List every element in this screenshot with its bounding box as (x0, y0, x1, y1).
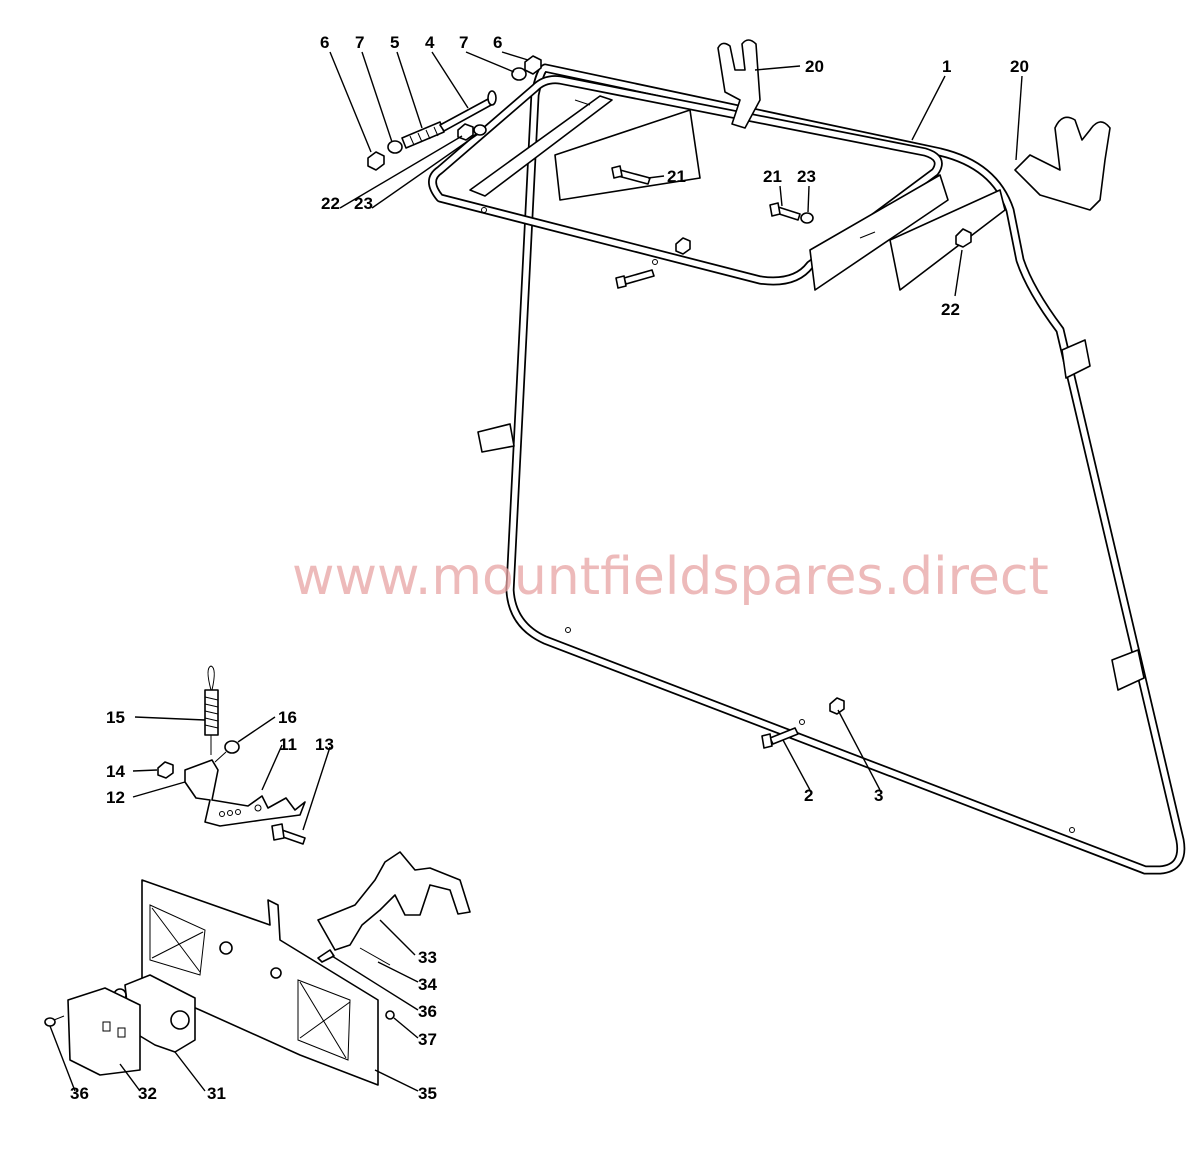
callout-20: 20 (1010, 57, 1029, 76)
callout-7: 7 (355, 33, 364, 52)
callout-5: 5 (390, 33, 399, 52)
callout-14: 14 (106, 762, 125, 781)
callout-1: 1 (942, 57, 951, 76)
latch-assembly (44, 851, 471, 1086)
callout-6: 6 (493, 33, 502, 52)
callout-2: 2 (804, 786, 813, 805)
callout-33: 33 (418, 948, 437, 967)
washer-16 (224, 740, 240, 754)
washer-7a (387, 140, 403, 154)
lever-plate-11 (184, 759, 306, 827)
screw-36b (317, 949, 335, 963)
nut-14 (157, 761, 174, 779)
washer-23a (473, 124, 487, 136)
callout-12: 12 (106, 788, 125, 807)
callout-3: 3 (874, 786, 883, 805)
fasteners (367, 55, 972, 749)
callout-13: 13 (315, 735, 334, 754)
callout-4: 4 (425, 33, 435, 52)
callout-35: 35 (418, 1084, 437, 1103)
lever-assembly (157, 665, 306, 845)
nut-3 (829, 697, 845, 715)
callout-16: 16 (278, 708, 297, 727)
leader-lines (49, 51, 1023, 1092)
nut-22b (955, 228, 972, 248)
callout-15: 15 (106, 708, 125, 727)
callout-21: 21 (763, 167, 782, 186)
callout-31: 31 (207, 1084, 226, 1103)
washer-7b (511, 67, 527, 81)
callout-labels: 6 7 5 4 7 6 20 1 20 21 21 23 22 23 22 15… (70, 33, 1029, 1103)
washer-23b (800, 212, 814, 224)
callout-20: 20 (805, 57, 824, 76)
callout-7: 7 (459, 33, 468, 52)
callout-36: 36 (70, 1084, 89, 1103)
screw-36a (44, 1017, 56, 1027)
callout-36: 36 (418, 1002, 437, 1021)
callout-23: 23 (797, 167, 816, 186)
callout-34: 34 (418, 975, 437, 994)
callout-21: 21 (667, 167, 686, 186)
callout-6: 6 (320, 33, 329, 52)
nut-6b (524, 55, 542, 75)
callout-22: 22 (941, 300, 960, 319)
nut-6a (367, 151, 385, 171)
watermark: www.mountfieldspares.direct (292, 547, 1049, 607)
callout-32: 32 (138, 1084, 157, 1103)
frame-assembly (428, 39, 1186, 875)
callout-11: 11 (279, 735, 297, 754)
hook-33 (317, 851, 471, 951)
callout-37: 37 (418, 1030, 437, 1049)
callout-23: 23 (354, 194, 373, 213)
callout-22: 22 (321, 194, 340, 213)
